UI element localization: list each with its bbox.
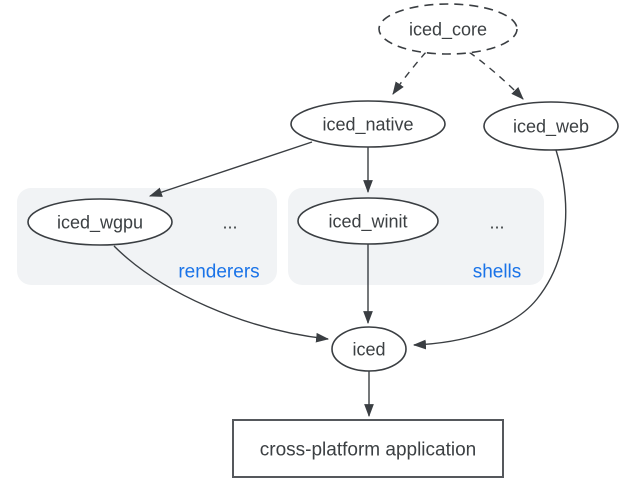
group-shells-label: shells [473,262,522,283]
group-renderers-ellipsis: ... [222,212,237,232]
node-iced-core: iced_core [378,3,518,55]
node-iced-native-label: iced_native [322,114,413,135]
node-cross-platform-application: cross-platform application [232,419,504,478]
node-iced-wgpu-label: iced_wgpu [57,212,143,233]
node-iced-web-shape [483,101,619,151]
node-iced-core-label: iced_core [409,19,487,40]
node-iced-shape [331,326,407,372]
edge-iced-core-to-iced-native [392,51,427,95]
edge-iced-wgpu-to-iced [113,245,330,343]
node-iced-winit-label: iced_winit [328,211,407,232]
node-iced-web-label: iced_web [513,116,589,137]
node-iced-winit: iced_winit [297,197,439,245]
edge-iced-web-to-iced [412,149,567,350]
node-iced-core-shape [378,3,518,55]
group-shells-ellipsis: ... [489,212,504,232]
edge-iced-native-to-iced-wgpu [148,141,313,197]
group-renderers-label: renderers [178,262,259,283]
node-iced-web: iced_web [483,101,619,151]
node-iced: iced [331,326,407,372]
edge-iced-core-to-iced-web [468,51,524,100]
node-iced-winit-shape [297,197,439,245]
node-iced-wgpu-shape [27,198,173,246]
node-iced-wgpu: iced_wgpu [27,198,173,246]
node-cross-platform-application-shape [232,419,504,478]
node-iced-label: iced [352,339,385,359]
node-cross-platform-application-label: cross-platform application [260,440,476,461]
node-iced-native-shape [290,100,446,148]
node-iced-native: iced_native [290,100,446,148]
